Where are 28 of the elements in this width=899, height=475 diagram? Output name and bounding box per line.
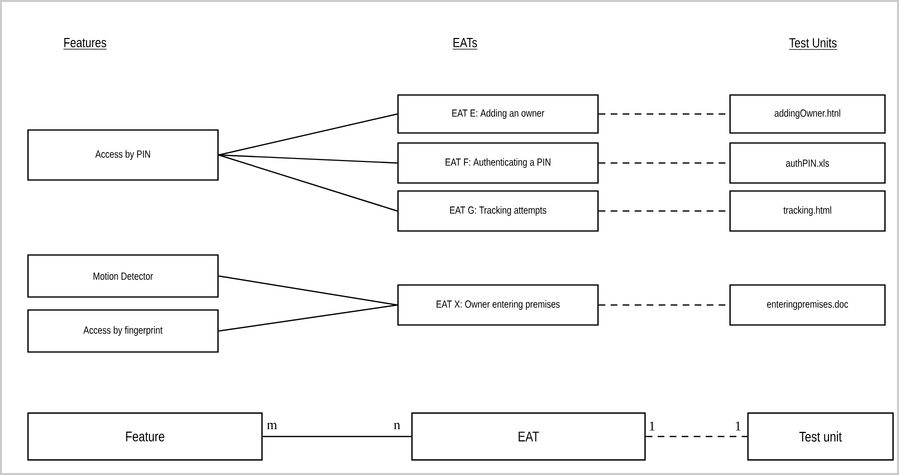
process-box: EAT G: Tracking attempts (397, 190, 599, 232)
process-box: EAT F: Authenticating a PIN (397, 142, 599, 184)
connector (262, 436, 412, 438)
connector (646, 436, 748, 438)
process-box: tracking.html (729, 190, 886, 232)
process-box: enteringpremises.doc (729, 284, 886, 326)
multiplicity-label: n (394, 422, 400, 430)
process-box: Access by fingerprint (27, 309, 219, 353)
connector (218, 304, 398, 332)
column-heading: EATs (452, 38, 478, 50)
process-box: Test unit (747, 412, 894, 461)
process-box: addingOwner.htnl (729, 94, 886, 134)
process-box: Feature (27, 412, 263, 461)
process-box: authPIN.xls (729, 142, 886, 184)
multiplicity-label: 1 (736, 422, 741, 430)
process-box: EAT (411, 412, 646, 461)
process-box: EAT E: Adding an owner (397, 94, 599, 134)
connector (218, 154, 398, 164)
process-box: EAT X: Owner entering premises (397, 284, 599, 326)
connector (218, 275, 398, 306)
column-heading: Test Units (788, 38, 838, 50)
multiplicity-label: m (267, 422, 277, 430)
process-box: Motion Detector (27, 254, 219, 298)
connector (218, 113, 398, 156)
connector (218, 154, 398, 212)
multiplicity-label: 1 (650, 422, 655, 430)
process-box: Access by PIN (27, 129, 219, 181)
column-heading: Features (63, 38, 107, 50)
